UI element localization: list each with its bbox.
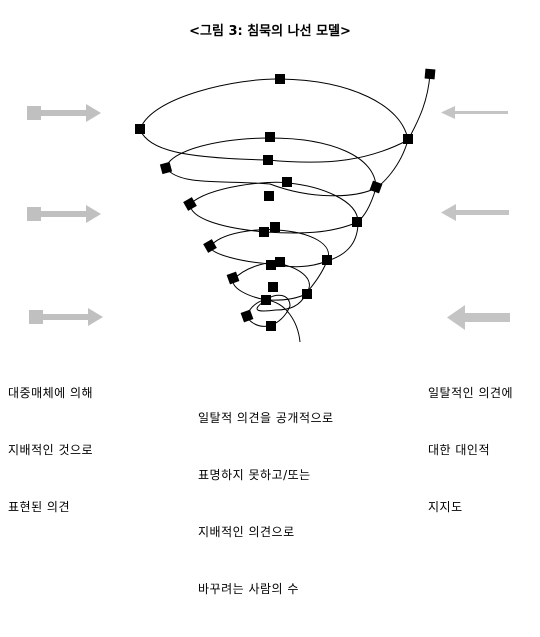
right-arrow-top <box>441 106 508 119</box>
marker <box>424 68 436 80</box>
marker <box>322 255 332 265</box>
left-caption-line: 대중매체에 의해 <box>8 386 94 400</box>
left-arrow-middle <box>27 205 101 223</box>
left-arrow-bottom <box>29 308 103 326</box>
marker <box>263 155 273 165</box>
marker <box>282 177 292 187</box>
center-caption-line: 표명하지 못하고/또는 <box>198 468 311 482</box>
marker <box>240 309 254 323</box>
marker <box>135 124 145 134</box>
marker <box>369 180 383 194</box>
marker <box>203 239 217 253</box>
marker <box>275 74 285 84</box>
spiral-graphic <box>27 68 510 343</box>
marker <box>403 134 413 144</box>
marker <box>226 271 240 285</box>
right-arrow-bottom <box>447 305 510 330</box>
spiral-line <box>139 73 431 343</box>
center-caption-line: 바꾸려는 사람의 수 <box>198 582 299 596</box>
marker <box>266 321 276 331</box>
marker <box>159 161 173 175</box>
right-arrow-middle <box>441 204 509 221</box>
marker <box>275 257 285 267</box>
right-caption-line: 일탈적인 의견에 <box>428 386 514 400</box>
marker <box>352 217 362 227</box>
marker <box>259 227 269 237</box>
marker <box>183 197 197 211</box>
marker <box>268 282 278 292</box>
spiral-of-silence-diagram: <그림 3: 침묵의 나선 모델> <box>8 24 514 596</box>
marker <box>264 191 274 201</box>
left-arrow-top <box>27 104 101 122</box>
center-caption-line: 일탈적 의견을 공개적으로 <box>198 411 334 425</box>
center-caption: 일탈적 의견을 공개적으로 표명하지 못하고/또는 지배적인 의견으로 바꾸려는… <box>198 371 334 637</box>
right-caption-line: 지지도 <box>428 500 463 514</box>
marker <box>302 289 312 299</box>
center-caption-line: 지배적인 의견으로 <box>198 525 295 539</box>
marker <box>261 295 271 305</box>
spiral-markers <box>135 68 436 331</box>
marker <box>266 260 276 270</box>
left-caption-line: 표현된 의견 <box>8 500 71 514</box>
diagram-title: <그림 3: 침묵의 나선 모델> <box>189 24 351 39</box>
marker <box>265 132 275 142</box>
marker <box>270 222 280 232</box>
